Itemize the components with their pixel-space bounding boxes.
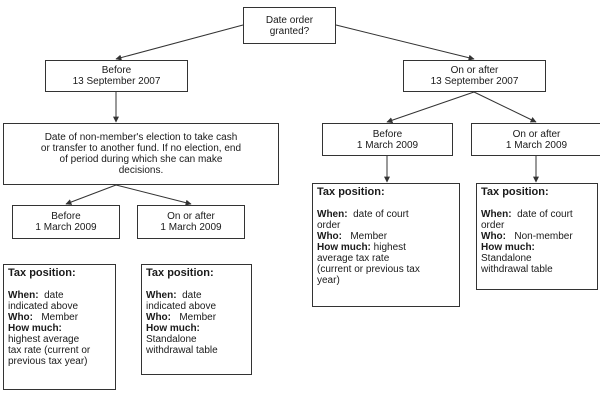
how-much-label: How much: [317, 242, 371, 253]
left-after-2009-node: On or after 1 March 2009 [137, 205, 245, 239]
how-much-value-1: Standalone [146, 334, 197, 345]
tax-position-title: Tax position: [8, 267, 76, 279]
how-much-value-1: Standalone [481, 253, 532, 264]
how-much-value-3: previous tax year) [8, 356, 88, 367]
date-order-granted-node: Date order granted? [243, 7, 336, 44]
arrow-after-2007-to-right-after-2009 [473, 91, 537, 123]
who-label: Who: [481, 231, 506, 242]
when-label: When: [146, 290, 177, 301]
who-label: Who: [8, 312, 33, 323]
right-after-2009-label: On or after 1 March 2009 [505, 128, 568, 151]
tax-position-title: Tax position: [481, 186, 549, 198]
before-2007-node: Before 13 September 2007 [45, 60, 188, 92]
right-before-2009-node: Before 1 March 2009 [322, 123, 453, 156]
arrow-election-to-left-before-2009 [65, 184, 117, 205]
before-2007-label: Before 13 September 2007 [72, 65, 161, 87]
how-much-value-4: year) [317, 275, 340, 286]
when-value: date [44, 290, 64, 301]
how-much-label: How much: [481, 242, 535, 253]
right-after-2009-node: On or after 1 March 2009 [471, 123, 600, 156]
when-value-cont: indicated above [146, 301, 217, 312]
arrow-after-2007-to-right-before-2009 [386, 91, 475, 124]
how-much-value-3: (current or previous tax [317, 264, 420, 275]
when-label: When: [8, 290, 39, 301]
when-label: When: [481, 209, 512, 220]
when-value: date of court [353, 209, 409, 220]
arrow-root-to-before-2007 [115, 24, 244, 61]
how-much-value-2: average tax rate [317, 253, 390, 264]
how-much-value-2: tax rate (current or [8, 345, 91, 356]
arrow-election-to-left-after-2009 [115, 184, 192, 206]
right-before-2009-label: Before 1 March 2009 [356, 128, 419, 151]
left-before-2009-node: Before 1 March 2009 [12, 205, 120, 239]
who-label: Who: [146, 312, 171, 323]
who-value: Member [41, 312, 79, 323]
how-much-value-2: withdrawal table [481, 264, 553, 275]
tax-position-box-left-before-2009: Tax position: When: date indicated above… [3, 264, 116, 390]
tax-position-box-left-after-2009: Tax position: When: date indicated above… [141, 264, 252, 375]
after-2007-node: On or after 13 September 2007 [403, 60, 546, 92]
date-order-granted-label: Date order granted? [265, 14, 314, 37]
tax-position-title: Tax position: [146, 267, 214, 279]
tax-position-box-right-after-2009: Tax position: When: date of court order … [476, 183, 598, 290]
who-value: Non-member [514, 231, 573, 242]
after-2007-label: On or after 13 September 2007 [430, 65, 519, 87]
when-label: When: [317, 209, 348, 220]
when-value-cont: indicated above [8, 301, 79, 312]
how-much-value-1: highest average [8, 334, 80, 345]
left-after-2009-label: On or after 1 March 2009 [160, 211, 222, 233]
election-date-label: Date of non-member's election to take ca… [40, 132, 242, 176]
who-label: Who: [317, 231, 342, 242]
when-value: date [182, 290, 202, 301]
arrow-root-to-after-2007 [335, 24, 475, 61]
who-value: Member [350, 231, 388, 242]
when-value-cont: order [317, 220, 341, 231]
who-value: Member [179, 312, 217, 323]
when-value-cont: order [481, 220, 505, 231]
how-much-value-1: highest [373, 242, 406, 253]
how-much-value-2: withdrawal table [146, 345, 218, 356]
left-before-2009-label: Before 1 March 2009 [35, 211, 97, 233]
how-much-label: How much: [8, 323, 62, 334]
how-much-label: How much: [146, 323, 200, 334]
tax-position-box-right-before-2009: Tax position: When: date of court order … [312, 183, 460, 307]
when-value: date of court [517, 209, 573, 220]
tax-position-title: Tax position: [317, 186, 385, 198]
election-date-node: Date of non-member's election to take ca… [3, 123, 279, 185]
